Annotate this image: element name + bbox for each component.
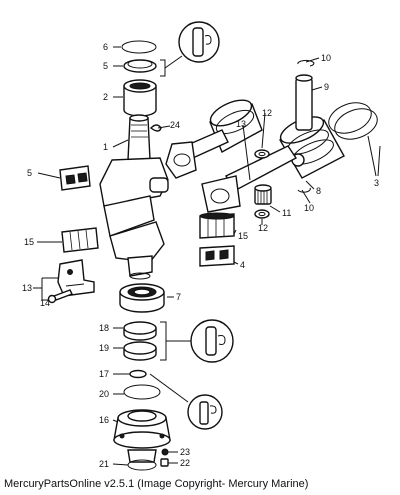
dowel-22 [160, 458, 169, 467]
rod-cap-13-left [57, 259, 95, 297]
ball-bearing-6 [119, 283, 165, 313]
screw-23 [161, 448, 169, 456]
main-bearing-2 [123, 79, 157, 117]
callout-5-right: 4 [240, 260, 245, 270]
bearing-cage-5-right [199, 245, 235, 267]
callout-23: 23 [180, 447, 190, 457]
needle-detail-middle [190, 319, 234, 363]
needle-detail-bottom [187, 394, 223, 430]
callout-10-top: 10 [321, 53, 331, 63]
retainer-ring-17 [129, 369, 147, 379]
callout-10-bottom: 10 [304, 203, 314, 213]
callout-4: 6 [103, 42, 108, 52]
needle-bearing-11 [254, 184, 272, 205]
callout-20: 20 [99, 389, 109, 399]
thrust-washer-12-bottom [254, 209, 270, 219]
callout-13-right: 13 [236, 119, 246, 129]
bearing-race-19 [123, 341, 157, 361]
callout-17: 17 [99, 369, 109, 379]
lower-end-cap-16 [113, 409, 171, 463]
callout-6: 7 [176, 292, 181, 302]
callout-3: 5 [103, 61, 108, 71]
callout-14: 14 [40, 298, 50, 308]
crankshaft [99, 114, 169, 280]
piston-pin-9 [295, 74, 313, 131]
connecting-rod-rear [165, 129, 229, 179]
callout-9: 9 [324, 82, 329, 92]
snap-ring-4 [121, 40, 157, 54]
piston-front [279, 116, 345, 179]
o-ring-20 [123, 384, 161, 400]
pin-retainer-10-bottom [297, 187, 311, 193]
callout-21: 21 [99, 459, 109, 469]
needle-detail-top [178, 21, 220, 63]
callout-24: 24 [170, 120, 180, 130]
callout-5-left: 5 [27, 168, 32, 178]
bearing-race-18 [123, 321, 157, 341]
piston-rings-8 [328, 102, 378, 140]
roller-bearing-3 [123, 59, 157, 73]
callout-18: 18 [99, 323, 109, 333]
callout-7: 8 [316, 186, 321, 196]
callout-16: 16 [99, 415, 109, 425]
connecting-rod-front [201, 145, 298, 213]
bearing-cage-5-left [59, 165, 91, 191]
callout-15-right: 15 [238, 231, 248, 241]
leader-lines [33, 46, 381, 466]
image-caption: MercuryPartsOnline v2.5.1 (Image Copyrig… [4, 478, 309, 490]
callout-12-top: 12 [262, 108, 272, 118]
thrust-washer-12-top [254, 149, 270, 159]
callout-1: 1 [103, 142, 108, 152]
rod-screw-14 [47, 289, 73, 304]
callout-22: 22 [180, 458, 190, 468]
needle-bearing-15-right [199, 212, 235, 239]
callout-2: 2 [103, 92, 108, 102]
callout-19: 19 [99, 343, 109, 353]
callout-8: 3 [374, 178, 379, 188]
needle-bearing-15-left [61, 227, 99, 253]
pin-retainer-10-top [297, 59, 315, 67]
callout-13-left: 13 [22, 283, 32, 293]
callout-11: 11 [282, 208, 291, 218]
callout-15-left: 15 [24, 237, 34, 247]
callout-12-bottom: 12 [258, 223, 268, 233]
